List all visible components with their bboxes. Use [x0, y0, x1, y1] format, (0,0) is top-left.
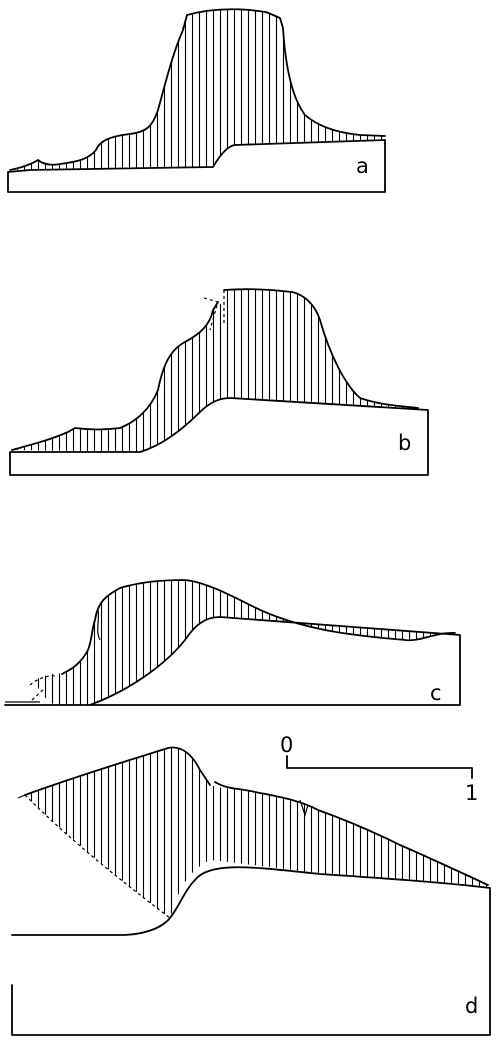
panel-a-surface-line [9, 8, 386, 171]
panel-b-base-block [9, 397, 429, 476]
panel-a: a [7, 8, 386, 193]
panel-a-label: a [356, 154, 369, 178]
panel-c-base-block [4, 616, 461, 706]
panel-d-base-block [11, 866, 491, 1036]
panel-b-notch-dash [203, 290, 225, 331]
panel-c-hatched-layer [35, 580, 455, 705]
panel-b-hatched-layer [12, 289, 418, 452]
panel-d: d [11, 746, 491, 1036]
panel-b-surface-line [11, 288, 419, 451]
scale-bar-end-label: 1 [465, 781, 478, 805]
panel-b: b [9, 288, 429, 476]
panel-d-label: d [465, 994, 478, 1018]
scale-bar-start-label: 0 [280, 733, 293, 757]
panel-d-hatched-layer [25, 747, 488, 918]
panel-c-surface-line [61, 579, 456, 675]
panel-a-base-block [7, 139, 386, 193]
scale-bar: 0 1 [280, 733, 478, 805]
panel-a-cliff-dash [179, 14, 188, 39]
panel-d-notch-marks [17, 794, 309, 817]
panel-c-left-dash [29, 675, 59, 701]
panel-a-hatched-layer [10, 9, 385, 170]
panel-d-surface-line [24, 746, 489, 886]
panel-c-label: c [430, 681, 442, 705]
panel-c-cliff-wave [97, 609, 101, 641]
scale-bar-line [286, 755, 473, 779]
panel-b-label: b [398, 431, 411, 455]
panel-c: c [4, 579, 461, 706]
